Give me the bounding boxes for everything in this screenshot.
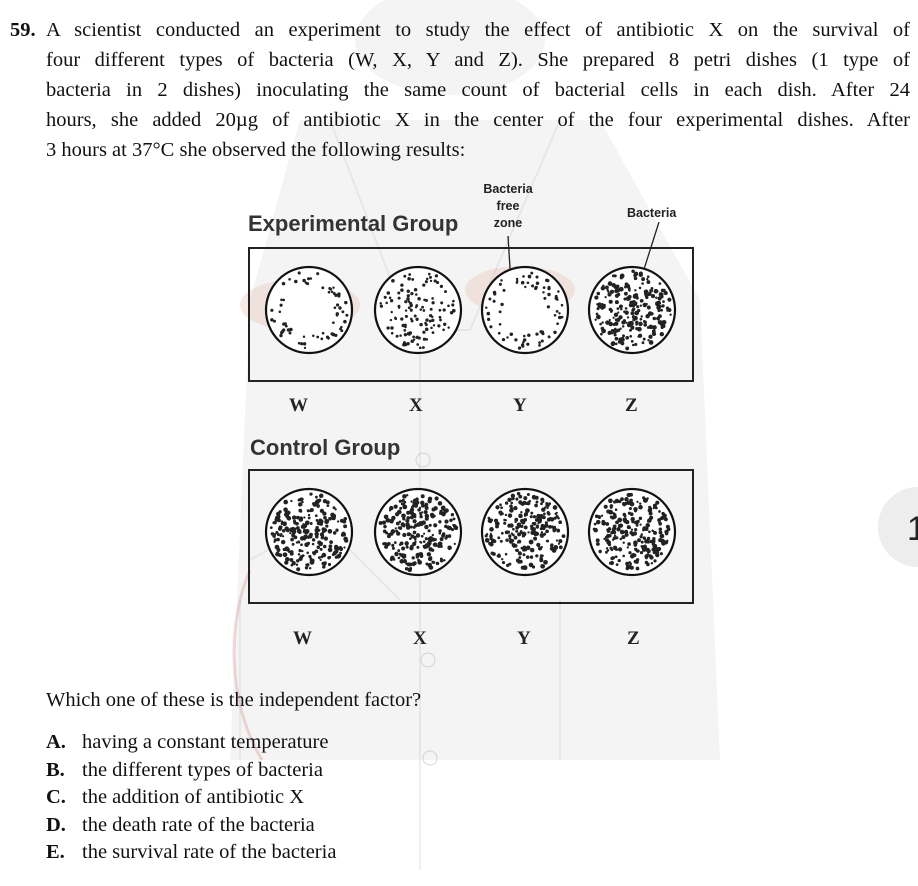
option-letter: D.	[46, 813, 66, 836]
option-text: the addition of antibiotic X	[82, 786, 305, 808]
exp-label-x: X	[409, 395, 423, 416]
option-c[interactable]: C. the addition of antibiotic X	[46, 784, 336, 812]
experimental-tray	[248, 247, 694, 382]
annotation-line-3: zone	[493, 216, 523, 230]
dish-exp-w	[264, 265, 354, 355]
dish-exp-z	[587, 265, 677, 355]
ctl-label-w: W	[293, 628, 312, 649]
option-text: having a constant temperature	[82, 731, 329, 753]
exp-label-y: Y	[513, 395, 527, 416]
ctl-label-z: Z	[627, 628, 640, 649]
option-e[interactable]: E. the survival rate of the bacteria	[46, 839, 336, 867]
question-line-5: 3 hours at 37°C she observed the followi…	[46, 139, 466, 161]
option-text: the survival rate of the bacteria	[82, 841, 337, 863]
question-line-2: four different types of bacteria (W, X, …	[46, 49, 910, 71]
control-tray	[248, 469, 694, 604]
dish-ctl-x	[373, 487, 463, 577]
control-group-title: Control Group	[250, 435, 401, 460]
question-number: 59.	[10, 19, 36, 41]
option-letter: C.	[46, 786, 66, 808]
exp-label-z: Z	[625, 395, 638, 416]
dish-exp-x	[373, 265, 463, 355]
question-line-4: hours, she added 20µg of antibiotic X in…	[46, 109, 910, 131]
experimental-group-title: Experimental Group	[248, 211, 459, 236]
dish-ctl-z	[587, 487, 677, 577]
option-letter: B.	[46, 758, 65, 781]
option-letter: A.	[46, 731, 66, 753]
question-line-3: bacteria in 2 dishes) inoculating the sa…	[46, 79, 910, 101]
dish-ctl-w	[264, 487, 354, 577]
option-text: the death rate of the bacteria	[82, 813, 315, 836]
ctl-label-y: Y	[517, 628, 531, 649]
exp-label-w: W	[289, 395, 308, 416]
option-letter: E.	[46, 841, 65, 863]
bacteria-label: Bacteria	[627, 206, 677, 220]
question-prompt: Which one of these is the independent fa…	[46, 689, 422, 711]
option-d[interactable]: D. the death rate of the bacteria	[46, 812, 336, 840]
answer-options: A. having a constant temperature B. the di…	[46, 729, 336, 867]
svg-text:1: 1	[907, 510, 918, 548]
annotation-line-2: free	[496, 199, 520, 213]
dish-exp-y	[480, 265, 570, 355]
option-a[interactable]: A. having a constant temperature	[46, 729, 336, 757]
option-text: the different types of bacteria	[82, 758, 323, 781]
bacteria-free-zone-label: Bacteria free zone	[478, 181, 538, 232]
option-b[interactable]: B. the different types of bacteria	[46, 757, 336, 785]
annotation-line-1: Bacteria	[483, 182, 533, 196]
ctl-label-x: X	[413, 628, 427, 649]
question-line-1: A scientist conducted an experiment to s…	[46, 19, 910, 41]
dish-ctl-y	[480, 487, 570, 577]
